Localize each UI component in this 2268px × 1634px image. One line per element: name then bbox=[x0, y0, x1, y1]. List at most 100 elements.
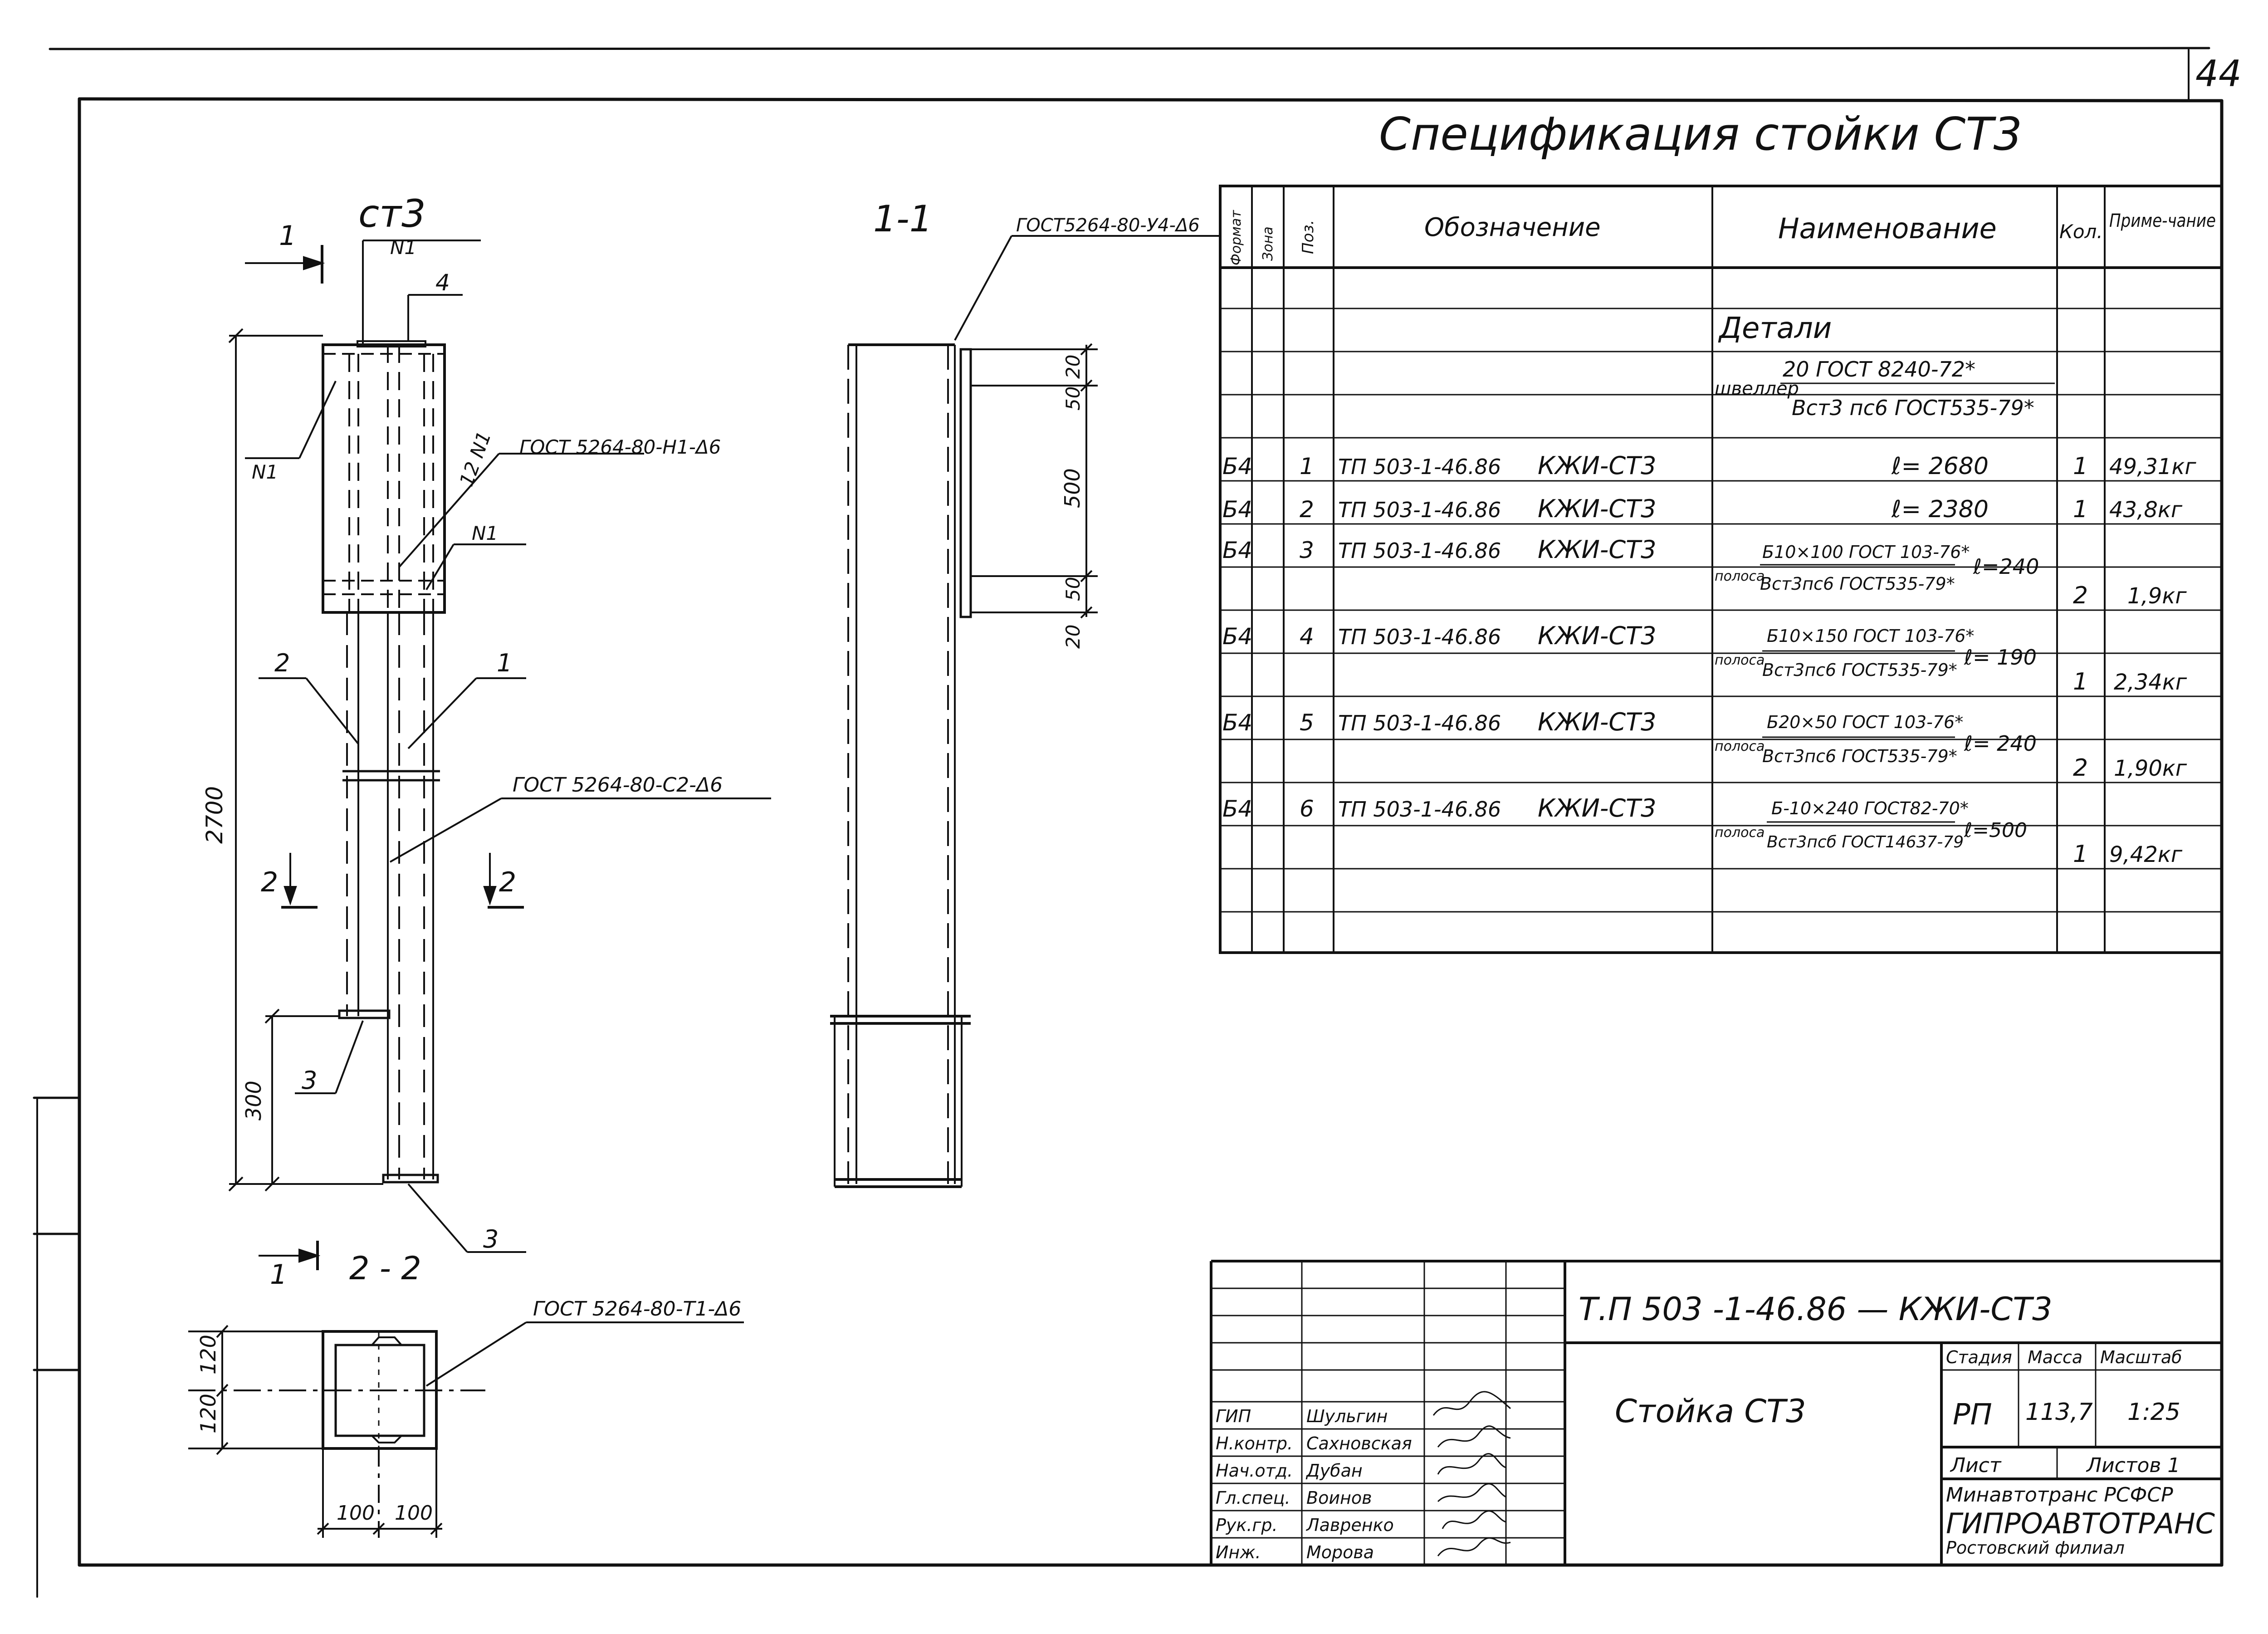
spec-title: Спецификация стойки СТ3 bbox=[1379, 108, 2022, 161]
weld-h1: ГОСТ 5264-80-Н1-Δ6 bbox=[519, 436, 721, 458]
row-pos: 2 bbox=[1300, 496, 1314, 523]
spec-table-grid bbox=[1219, 185, 2223, 954]
dim-sec-120a: 120 bbox=[196, 1335, 220, 1375]
row-code: ТП 503-1-46.86 bbox=[1338, 455, 1501, 479]
callout-n1-left: N1 bbox=[252, 461, 278, 483]
staff-role: ГИП bbox=[1216, 1406, 1251, 1426]
row-note: 49,31кг bbox=[2109, 454, 2196, 479]
dim-sec-100a: 100 bbox=[337, 1502, 375, 1525]
staff-name: Шульгин bbox=[1306, 1406, 1388, 1426]
table-row: Б4 6 ТП 503-1-46.86 КЖИ-СТ3 полоса Б-10×… bbox=[1222, 794, 2183, 868]
cut-mark-2-right bbox=[483, 853, 524, 909]
staff-name: Дубан bbox=[1305, 1461, 1363, 1481]
row-note: 1,90кг bbox=[2114, 756, 2187, 781]
header-pos: Поз. bbox=[1299, 220, 1317, 254]
staff-name: Лавренко bbox=[1305, 1515, 1394, 1535]
header-zone: Зона bbox=[1260, 226, 1276, 261]
dim-500: 500 bbox=[1060, 468, 1085, 508]
section-title: Детали bbox=[1718, 312, 1832, 345]
sheets-label: Листов 1 bbox=[2086, 1454, 2180, 1477]
table-row: Б4 1 ТП 503-1-46.86 КЖИ-СТ3 ℓ= 2680 1 49… bbox=[1222, 451, 2196, 480]
row-code: ТП 503-1-46.86 bbox=[1338, 498, 1501, 522]
view-1-1-label: 1-1 bbox=[873, 198, 933, 240]
weld-t1: ГОСТ 5264-80-Т1-Δ6 bbox=[533, 1297, 741, 1321]
row-format: Б4 bbox=[1222, 709, 1252, 736]
row-mark: КЖИ-СТ3 bbox=[1538, 794, 1656, 822]
row-mark: КЖИ-СТ3 bbox=[1538, 708, 1656, 736]
row-mark: КЖИ-СТ3 bbox=[1538, 621, 1656, 650]
cut-1-top-label: 1 bbox=[279, 220, 296, 252]
channel-top: 20 ГОСТ 8240-72* bbox=[1783, 357, 1975, 382]
scale-value: 1:25 bbox=[2127, 1399, 2180, 1426]
weld-u4: ГОСТ5264-80-У4-Δ6 bbox=[1016, 215, 1200, 236]
org-line-2: ГИПРОАВТОТРАНС bbox=[1946, 1507, 2215, 1540]
callout-12n1: 12 N1 bbox=[455, 428, 495, 489]
staff-role: Инж. bbox=[1216, 1542, 1261, 1562]
row-pos: 3 bbox=[1300, 537, 1314, 563]
staff-role: Рук.гр. bbox=[1216, 1515, 1278, 1535]
row-qty: 2 bbox=[2073, 754, 2088, 782]
sheet-label: Лист bbox=[1950, 1454, 2002, 1477]
table-row: Б4 5 ТП 503-1-46.86 КЖИ-СТ3 полоса Б20×5… bbox=[1222, 708, 2187, 782]
dim-50-bot: 50 bbox=[1062, 577, 1084, 601]
row-pos: 5 bbox=[1300, 709, 1314, 736]
row-mark: КЖИ-СТ3 bbox=[1538, 494, 1656, 523]
row-length: ℓ= 190 bbox=[1964, 645, 2037, 670]
header-note: Приме-чание bbox=[2109, 210, 2216, 231]
row-length: ℓ= 2380 bbox=[1891, 496, 1989, 523]
mass-value: 113,7 bbox=[2025, 1399, 2093, 1426]
cut-1-bottom-label: 1 bbox=[270, 1259, 287, 1291]
row-format: Б4 bbox=[1222, 796, 1252, 822]
callout-pos2: 2 bbox=[274, 649, 290, 677]
header-designation: Обозначение bbox=[1424, 213, 1601, 242]
row-mark: КЖИ-СТ3 bbox=[1538, 451, 1656, 480]
title-block-grid bbox=[1210, 1260, 2222, 1565]
header-qty: Кол. bbox=[2059, 220, 2103, 243]
side-view-1-1 bbox=[830, 235, 1220, 1188]
table-row: Б4 3 ТП 503-1-46.86 КЖИ-СТ3 полоса Б10×1… bbox=[1222, 535, 2187, 609]
view-2-2-label: 2 - 2 bbox=[349, 1250, 421, 1287]
stage-value: РП bbox=[1953, 1398, 1992, 1432]
row-code: ТП 503-1-46.86 bbox=[1338, 538, 1501, 563]
row-length: ℓ=240 bbox=[1973, 554, 2039, 579]
staff-name: Сахновская bbox=[1306, 1433, 1412, 1453]
upper-box bbox=[322, 343, 446, 614]
callout-n1-top: N1 bbox=[390, 236, 416, 259]
cut-2-right-label: 2 bbox=[499, 866, 516, 898]
table-row: Б4 2 ТП 503-1-46.86 КЖИ-СТ3 ℓ= 2380 1 43… bbox=[1222, 494, 2183, 523]
callout-pos3a: 3 bbox=[302, 1066, 317, 1095]
staff-list: ГИП Шульгин Н.контр. Сахновская Нач.отд.… bbox=[1216, 1406, 1412, 1562]
scale-label: Масштаб bbox=[2100, 1347, 2182, 1367]
row-qty: 2 bbox=[2073, 582, 2088, 609]
header-format: Формат bbox=[1228, 210, 1244, 265]
row-note: 2,34кг bbox=[2114, 670, 2187, 695]
row-prefix: полоса bbox=[1715, 568, 1765, 584]
row-bottom: Вст3пс6 ГОСТ535-79* bbox=[1762, 660, 1957, 680]
dim-50-top: 50 bbox=[1062, 386, 1084, 411]
org-line-3: Ростовский филиал bbox=[1946, 1538, 2125, 1558]
dim-20-bot: 20 bbox=[1062, 625, 1084, 649]
staff-name: Морова bbox=[1306, 1542, 1374, 1562]
row-length: ℓ= 2680 bbox=[1891, 453, 1989, 480]
dim-sec-120b: 120 bbox=[196, 1394, 220, 1433]
row-top: Б10×100 ГОСТ 103-76* bbox=[1762, 542, 1970, 562]
dim-total-height: 2700 bbox=[201, 786, 228, 844]
callout-pos3b: 3 bbox=[483, 1225, 499, 1253]
channel-prefix: швеллер bbox=[1715, 378, 1799, 399]
cut-mark-1-bottom bbox=[259, 1241, 321, 1270]
channel-bottom: Вст3 пс6 ГОСТ535-79* bbox=[1792, 396, 2034, 420]
row-note: 9,42кг bbox=[2109, 842, 2183, 867]
org-line-1: Минавтотранс РСФСР bbox=[1946, 1483, 2173, 1507]
row-top: Б-10×240 ГОСТ82-70* bbox=[1771, 798, 1969, 818]
cut-2-left-label: 2 bbox=[261, 866, 278, 898]
row-prefix: полоса bbox=[1715, 825, 1765, 841]
dim-sec-100b: 100 bbox=[395, 1502, 433, 1525]
header-name: Наименование bbox=[1778, 212, 1997, 245]
staff-name: Воинов bbox=[1306, 1488, 1372, 1508]
row-bottom: Вст3псб ГОСТ14637-79 bbox=[1767, 833, 1964, 851]
spec-rows: Б4 1 ТП 503-1-46.86 КЖИ-СТ3 ℓ= 2680 1 49… bbox=[1222, 451, 2196, 868]
row-format: Б4 bbox=[1222, 453, 1252, 479]
channel-entry: швеллер 20 ГОСТ 8240-72* Вст3 пс6 ГОСТ53… bbox=[1715, 357, 2055, 420]
row-top: Б20×50 ГОСТ 103-76* bbox=[1767, 712, 1963, 732]
